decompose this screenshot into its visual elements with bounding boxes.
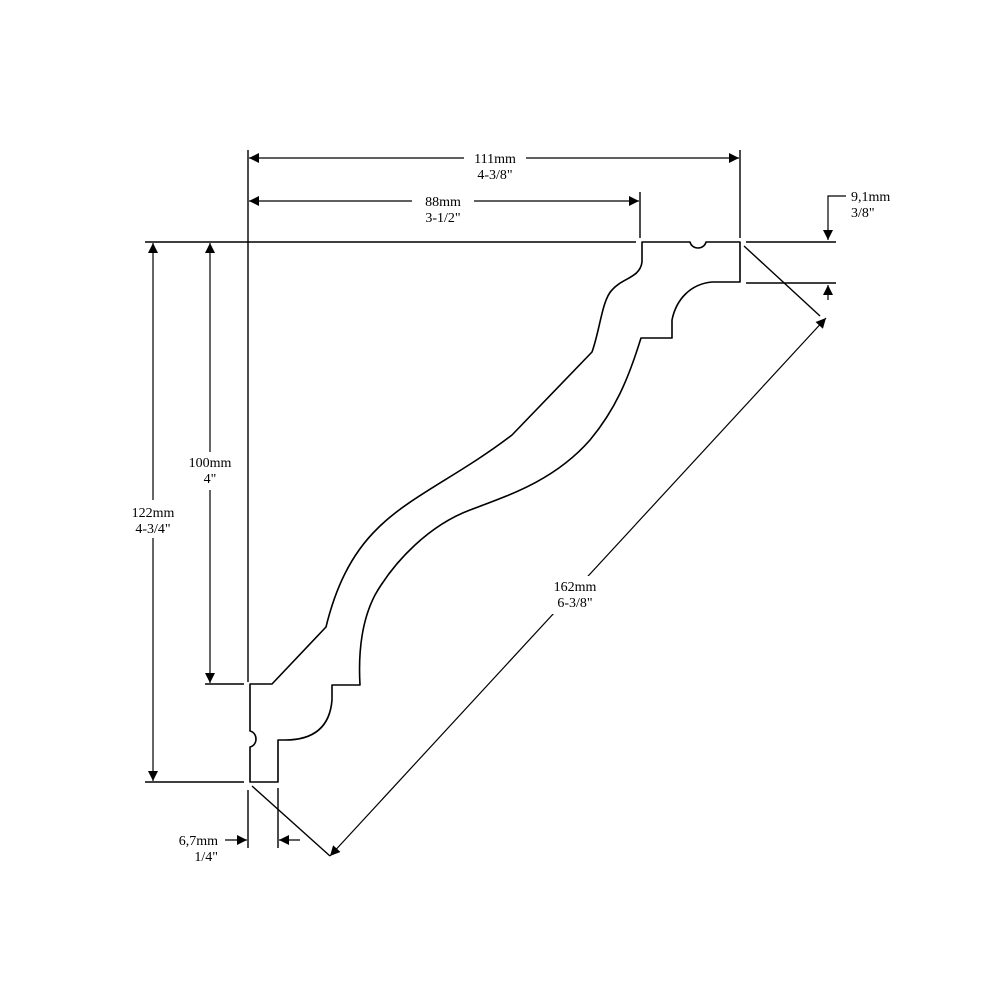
label-bottom-lip-imperial: 1/4" [194, 850, 218, 865]
label-overall-width: 111mm 4-3/8" [464, 149, 526, 183]
label-top-lip-imperial: 3/8" [851, 206, 875, 221]
label-overall-width-metric: 111mm [474, 152, 516, 167]
molding-profile [249, 241, 741, 783]
label-top-lip-metric: 9,1mm [851, 190, 890, 205]
label-bottom-lip: 6,7mm 1/4" [179, 834, 218, 865]
label-diagonal-metric: 162mm [554, 580, 597, 595]
label-inner-width: 88mm 3-1/2" [412, 192, 474, 226]
label-overall-height: 122mm 4-3/4" [124, 500, 184, 538]
label-inner-height: 100mm 4" [180, 452, 240, 490]
label-inner-height-metric: 100mm [189, 456, 232, 471]
label-diagonal: 162mm 6-3/8" [545, 576, 605, 614]
label-diagonal-imperial: 6-3/8" [557, 596, 592, 611]
label-top-lip: 9,1mm 3/8" [851, 190, 890, 221]
label-inner-width-imperial: 3-1/2" [425, 211, 460, 226]
label-inner-width-metric: 88mm [425, 195, 461, 210]
label-overall-height-metric: 122mm [132, 506, 175, 521]
label-overall-height-imperial: 4-3/4" [135, 522, 170, 537]
extension-lines [145, 150, 836, 857]
label-inner-height-imperial: 4" [204, 472, 217, 487]
label-bottom-lip-metric: 6,7mm [179, 834, 218, 849]
label-overall-width-imperial: 4-3/8" [477, 168, 512, 183]
dimension-leader-top-lip-upper [823, 195, 846, 240]
